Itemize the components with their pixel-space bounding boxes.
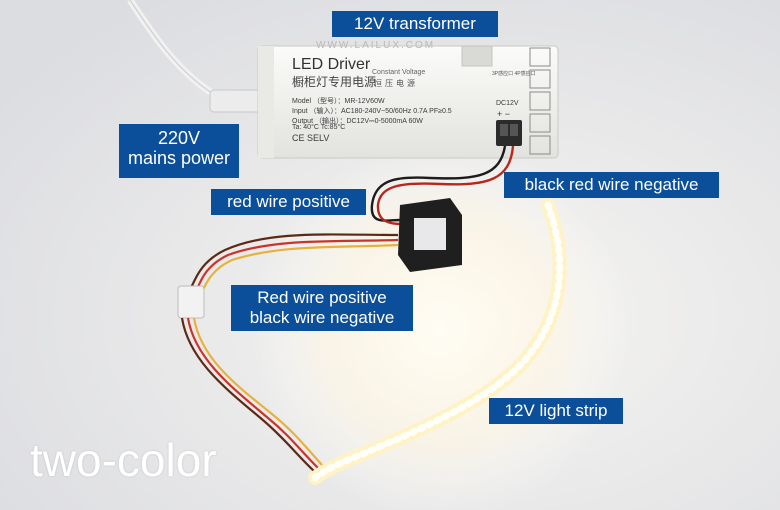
- label-220v-mains: 220V mains power: [119, 124, 239, 178]
- connector-plug: [177, 285, 205, 319]
- driver-ta: Ta: 40°C Tc:85°C: [292, 124, 346, 131]
- driver-marks: CE SELV: [292, 133, 330, 143]
- driver-model: Model （型号）：MR-12V60W: [292, 98, 385, 105]
- side-ports: [529, 47, 551, 155]
- wire-to-strip: [186, 317, 319, 469]
- driver-output: Output （输出）：DC12V⎓0-5000mA 60W: [292, 118, 423, 125]
- dc-label: DC12V: [496, 100, 519, 107]
- dc-terminal: [496, 120, 522, 146]
- driver-subtitle-cn: 橱柜灯专用电源: [292, 75, 377, 89]
- driver-title: LED Driver: [292, 56, 371, 73]
- dc-polarity: + −: [497, 109, 511, 119]
- label-black-red-negative: black red wire negative: [504, 172, 719, 198]
- side-port-text: 3P感应口 4P感应口: [492, 71, 536, 77]
- label-12v-light-strip: 12V light strip: [489, 398, 623, 424]
- label-12v-transformer: 12V transformer: [332, 11, 498, 37]
- driver-watermark: WWW.LAILUX.COM: [316, 40, 436, 51]
- label-red-black-wires: Red wire positive black wire negative: [231, 285, 413, 331]
- mains-plug: [209, 89, 263, 113]
- label-red-wire-positive: red wire positive: [211, 189, 366, 215]
- wire-black: [370, 145, 507, 222]
- driver-input: Input （输入）：AC180-240V~50/60Hz 0.7A PF≥0.…: [292, 108, 452, 115]
- two-color-caption: two-color: [30, 434, 217, 486]
- constant-voltage-cn: 恒压电源: [374, 79, 418, 88]
- wire-red: [376, 145, 515, 226]
- constant-voltage-label: Constant Voltage: [372, 69, 426, 76]
- led-driver-box: [257, 45, 559, 159]
- wire-bundle: [189, 233, 399, 291]
- controller-module: [398, 198, 462, 272]
